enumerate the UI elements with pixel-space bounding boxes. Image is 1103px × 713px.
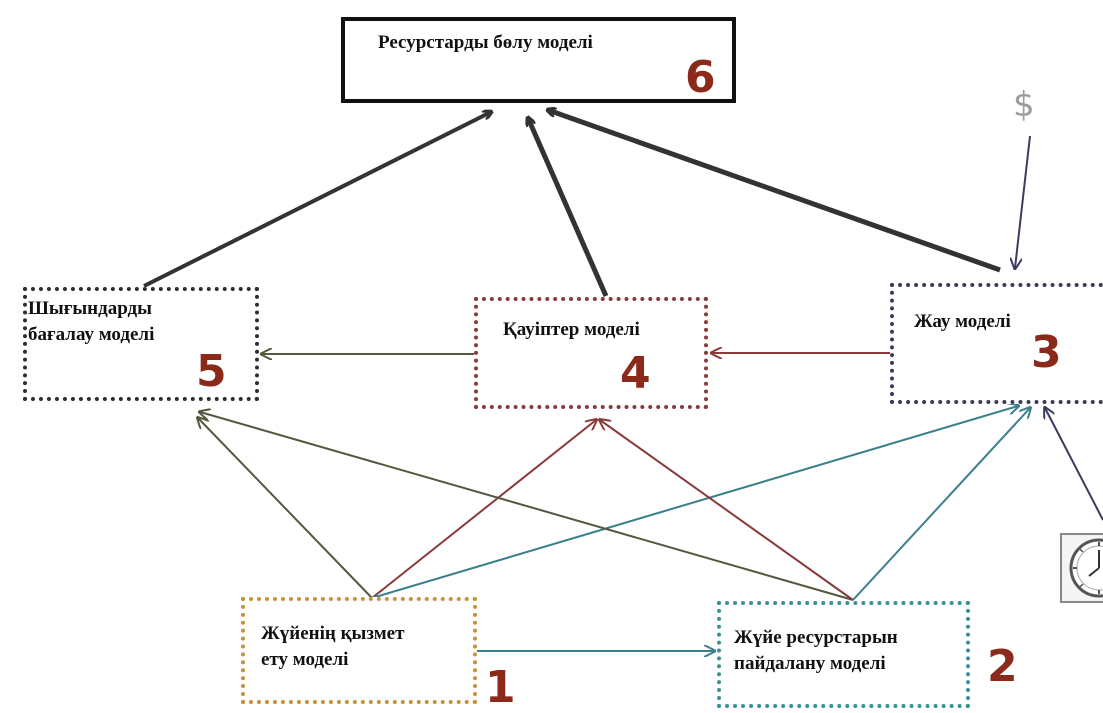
arrow-2-to-5 [200, 412, 854, 601]
node-4-label: Қауіптер моделі [503, 319, 640, 340]
node-3-number: 3 [1031, 327, 1062, 378]
node-threat-model [474, 297, 708, 409]
arrow-1-to-3 [371, 406, 1018, 599]
arrow-2-to-4 [600, 420, 854, 601]
arrow-1-to-5 [198, 418, 373, 599]
node-1-number: 1 [485, 662, 516, 713]
node-adversary-model [890, 283, 1103, 404]
node-6-number: 6 [685, 52, 716, 103]
node-6-label: Ресурстарды бөлу моделі [378, 32, 593, 53]
arrow-clock-to-3 [1045, 408, 1103, 521]
arrow-2-to-3 [852, 408, 1030, 601]
arrow-3-to-6 [548, 110, 1001, 273]
arrow-1-to-4 [371, 420, 596, 599]
arrow-5-to-6 [143, 112, 491, 288]
node-1-label: Жүйенің қызмет ету моделі [261, 623, 405, 670]
node-resource-usage-model [717, 601, 970, 708]
node-5-number: 5 [196, 346, 227, 397]
node-resource-allocation-model [341, 17, 736, 103]
node-5-label: Шығындарды бағалау моделі [28, 298, 155, 345]
clock-icon [1059, 532, 1103, 604]
node-3-label: Жау моделі [914, 311, 1011, 332]
node-2-number: 2 [987, 641, 1018, 692]
arrow-dollar-to-3 [1015, 135, 1031, 268]
node-system-operation-model [241, 597, 477, 704]
node-2-label: Жүйе ресурстарын пайдалану моделі [734, 627, 898, 674]
arrow-4-to-6 [528, 118, 609, 298]
dollar-icon: $ [1013, 85, 1035, 125]
node-4-number: 4 [620, 348, 651, 399]
node-cost-estimation-model [23, 287, 259, 401]
